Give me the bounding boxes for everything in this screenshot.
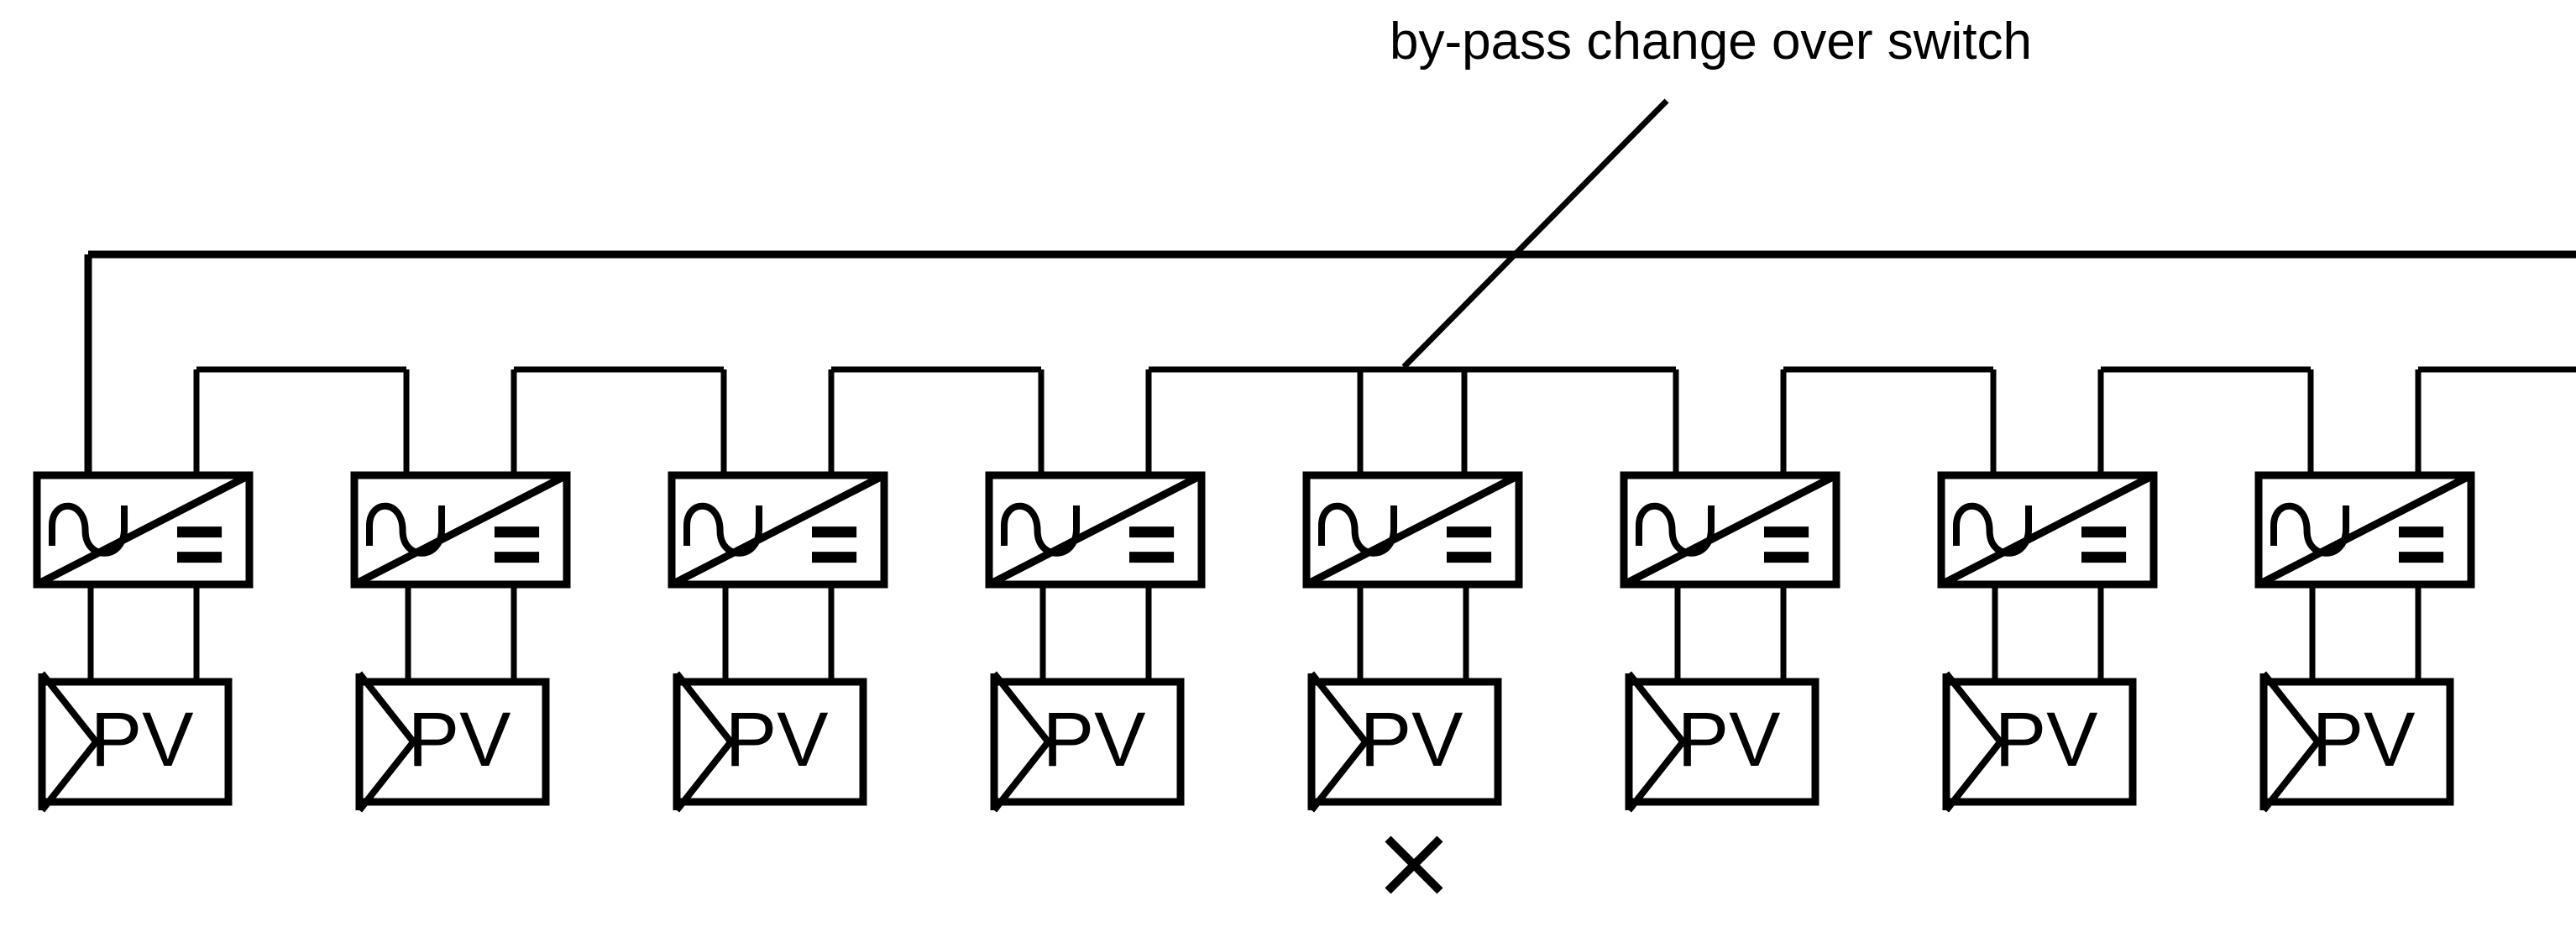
pv-3-source-arrow-icon (673, 671, 736, 813)
pv-6[interactable]: PV (1625, 671, 1819, 813)
inverter-5-ac-sine-icon (1318, 502, 1398, 557)
inverter-6-diagonal-divider (1621, 471, 1839, 589)
pv-1-body (38, 678, 233, 806)
pv-4-label: PV (1043, 697, 1146, 783)
pv-7-label: PV (1995, 697, 2098, 783)
inverter-to-pv-dc-link-5 (1357, 584, 1469, 682)
bridge-inv2-inv3 (510, 366, 727, 475)
fault-markers-group (1385, 835, 1443, 894)
inverter-4-diagonal-divider (987, 471, 1204, 589)
inverter-2-diagonal-divider (352, 471, 569, 589)
bridge-inv3-inv4 (828, 366, 1045, 475)
fault-cross-pv-5 (1385, 835, 1443, 894)
pv-7-source-arrow-icon (1943, 671, 2005, 813)
inverter-6[interactable] (1620, 471, 1840, 589)
inverter-8-ac-sine-icon (2270, 502, 2350, 557)
bypass-switch-label: by-pass change over switch (1390, 13, 2032, 71)
pv-1[interactable]: PV (38, 671, 233, 813)
inverter-7[interactable] (1937, 471, 2158, 589)
pv-5-body (1307, 678, 1502, 806)
bypass-switch-leader-line (1401, 98, 1669, 369)
inverter-to-pv-dc-link-1 (87, 584, 200, 682)
pv-8-source-arrow-icon (2260, 671, 2322, 813)
inverter-to-pv-dc-link-4 (1039, 584, 1152, 682)
pv-6-body (1625, 678, 1819, 806)
pv-2-label: PV (408, 697, 511, 783)
pv-5-label: PV (1360, 697, 1463, 783)
inverter-3-diagonal-divider (669, 471, 887, 589)
pv-2-body (355, 678, 550, 806)
pv-6-source-arrow-icon (1626, 671, 1688, 813)
pv-4[interactable]: PV (990, 671, 1185, 813)
inverter-1-diagonal-divider (34, 471, 252, 589)
pv-3-label: PV (725, 697, 829, 783)
inverter-to-pv-dc-link-8 (2309, 584, 2422, 682)
pv-3[interactable]: PV (673, 671, 867, 813)
pv-8-label: PV (2312, 697, 2416, 783)
pv-4-source-arrow-icon (991, 671, 1053, 813)
inverters-group (33, 471, 2475, 589)
pv-5-source-arrow-icon (1308, 671, 1370, 813)
bridge-inv6-inv7 (1780, 366, 1997, 475)
inverter-3-ac-sine-icon (683, 502, 763, 557)
pv-1-source-arrow-icon (39, 671, 101, 813)
inverter-3[interactable] (668, 471, 888, 589)
inverter-to-pv-dc-link-7 (1992, 584, 2104, 682)
pv-2-source-arrow-icon (356, 671, 418, 813)
pv-1-label: PV (91, 697, 194, 783)
inverter-4[interactable] (985, 471, 1206, 589)
inverter-7-diagonal-divider (1939, 471, 2156, 589)
inverter-5[interactable] (1302, 471, 1523, 589)
inverter-1-ac-sine-icon (49, 502, 128, 557)
pv-6-label: PV (1678, 697, 1781, 783)
bridge-inv4-inv6-bypass (1145, 366, 1679, 475)
bridge-inv8-right-edge (2415, 366, 2576, 475)
main-ac-bus-group (84, 250, 2576, 475)
inverter-6-ac-sine-icon (1636, 502, 1715, 557)
inverter-2[interactable] (350, 471, 571, 589)
annotation-group: by-pass change over switch (1390, 13, 2032, 369)
inverter-4-ac-sine-icon (1001, 502, 1081, 557)
bridge-inv7-inv8 (2097, 366, 2314, 475)
pv-8[interactable]: PV (2259, 671, 2454, 813)
inverter-5-diagonal-divider (1304, 471, 1521, 589)
inverter-2-ac-sine-icon (366, 502, 446, 557)
bypass-bridge-wires-group (193, 366, 2576, 475)
pv-modules-group: PV PV PV PV PV PV PV PV (38, 671, 2454, 813)
inverter-to-pv-dc-link-2 (405, 584, 517, 682)
pv-2[interactable]: PV (355, 671, 550, 813)
fault-cross-pv-5-stroke-b (1385, 835, 1443, 894)
inverter-to-pv-dc-link-3 (722, 584, 835, 682)
inverter-1[interactable] (33, 471, 254, 589)
inverter-to-pv-dc-link-6 (1674, 584, 1787, 682)
pv-7[interactable]: PV (1942, 671, 2137, 813)
bridge-inv1-inv2 (193, 366, 410, 475)
inverter-7-ac-sine-icon (1953, 502, 2033, 557)
inverter-8-diagonal-divider (2256, 471, 2474, 589)
dc-link-wires-group (87, 584, 2422, 682)
pv-5[interactable]: PV (1307, 671, 1502, 813)
inverter-8[interactable] (2254, 471, 2475, 589)
